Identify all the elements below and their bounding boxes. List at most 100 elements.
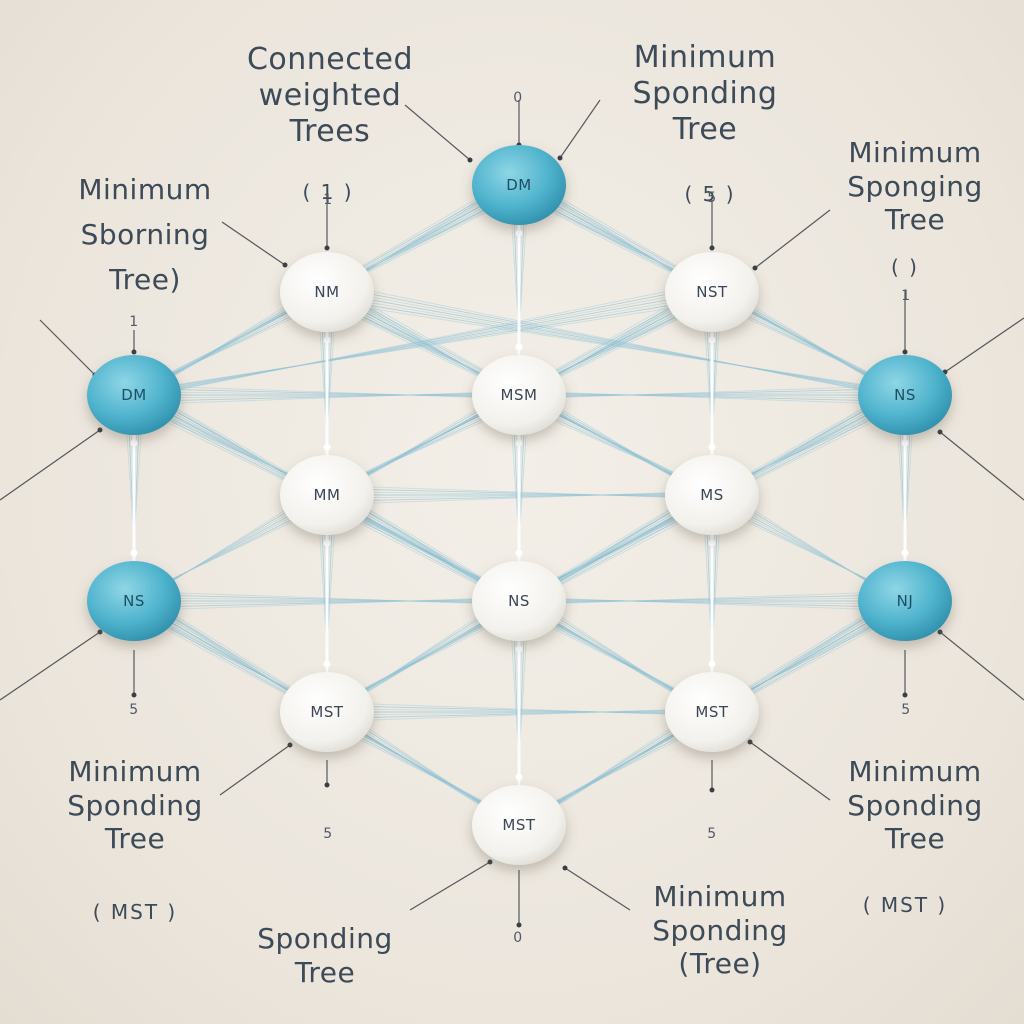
leader-dot [324, 245, 330, 251]
node-ellipse [665, 252, 759, 332]
node-ellipse [472, 785, 566, 865]
leader-line [939, 631, 1024, 701]
leader-dot [282, 262, 288, 268]
leader-line [39, 319, 96, 376]
node-label: DM [121, 386, 147, 404]
node-label: NS [508, 592, 530, 610]
node-label: NM [314, 283, 339, 301]
annotation-bottom-left: Sponding Tree [230, 922, 420, 989]
connector-dot [901, 439, 909, 447]
edge-strand [133, 291, 713, 396]
node-label: NS [894, 386, 916, 404]
node-ellipse [280, 455, 374, 535]
edge-strand [134, 282, 711, 400]
node-ellipse [665, 455, 759, 535]
annotation-line: Sponding [67, 788, 203, 822]
annotation-line: Tree [884, 203, 946, 237]
node-r2: NJ [858, 561, 952, 641]
annotation-line: Tree [294, 955, 356, 989]
edge-strand [133, 294, 713, 395]
tick-label-left-1: 1 [129, 314, 139, 330]
node-c1: MSM [472, 355, 566, 435]
leader-line [404, 104, 471, 161]
annotation-line: Sponding [257, 922, 393, 955]
connector-dot [901, 549, 909, 557]
annotation-line: Tree [672, 112, 738, 147]
leader-dot [937, 429, 943, 435]
node-label: MST [502, 816, 535, 834]
node-ellipse [87, 355, 181, 435]
annotation-right-upper-paren: ( ) [891, 255, 919, 279]
leader-dot [467, 157, 473, 163]
annotation-right-upper: Minimum Sponging Tree [820, 136, 1010, 237]
node-l1: DM [87, 355, 181, 435]
leader-dot [487, 859, 493, 865]
node-label: NS [123, 592, 145, 610]
annotation-line: Tree [104, 822, 166, 856]
node-ellipse [858, 561, 952, 641]
node-c2: NS [472, 561, 566, 641]
leader-line [754, 209, 831, 269]
annotation-line: Sponding [632, 76, 778, 111]
connector-dot [323, 336, 331, 344]
node-ll: MST [280, 672, 374, 752]
node-label: MST [695, 703, 728, 721]
leader-dot [287, 742, 293, 748]
annotation-left-upper: Minimum Sborning Tree) [45, 168, 245, 302]
leader-dot [516, 922, 522, 928]
leader-dot [937, 629, 943, 635]
node-ellipse [858, 355, 952, 435]
leader-dot [97, 629, 103, 635]
nodes-layer: DM NM NST DM MSM NS MM MS NS NS NJ MST MST MST [87, 145, 952, 865]
node-ellipse [280, 672, 374, 752]
node-l2: NS [87, 561, 181, 641]
edge-strand [134, 285, 711, 398]
annotation-right-lower: Minimum Sponding Tree [820, 755, 1010, 856]
connector-dot [708, 336, 716, 344]
connector-dot [130, 549, 138, 557]
annotation-line: Minimum [653, 880, 787, 913]
annotation-line: Sponging [847, 169, 983, 203]
tick-label-lower-left: 5 [323, 826, 333, 842]
node-ml: MM [280, 455, 374, 535]
connector-dot [515, 229, 523, 237]
annotation-line: Minimum [848, 755, 982, 788]
connector-dot [708, 443, 716, 451]
leader-dot [97, 427, 103, 433]
leader-dot [752, 265, 758, 271]
annotation-line: Tree) [109, 262, 181, 296]
leader-line [749, 741, 831, 801]
leader-line [559, 99, 601, 159]
connector-dot [130, 439, 138, 447]
node-label: NJ [897, 592, 914, 610]
leader-line [221, 221, 286, 266]
connector-dot [515, 773, 523, 781]
tick-label-upper-right: 5 [707, 190, 717, 206]
connector-dot [708, 660, 716, 668]
node-label: MS [700, 486, 723, 504]
annotation-top-left: Connected weighted Trees [225, 42, 435, 150]
leader-line [219, 744, 291, 796]
annotation-right-lower-paren: ( MST ) [862, 893, 948, 917]
annotation-line: weighted [258, 78, 402, 113]
annotation-line: Connected [246, 42, 414, 77]
connector-dot [323, 660, 331, 668]
annotation-line: Sborning [80, 217, 210, 251]
tick-label-top: 0 [513, 90, 523, 106]
leader-dot [902, 349, 908, 355]
annotation-line: Minimum [848, 136, 982, 169]
node-label: NST [696, 283, 728, 301]
connector-dot [515, 343, 523, 351]
tick-label-lower-right: 5 [707, 826, 717, 842]
node-ur: NST [665, 252, 759, 332]
leader-dot [747, 739, 753, 745]
annotation-line: Tree [884, 822, 946, 856]
node-bot: MST [472, 785, 566, 865]
node-mr: MS [665, 455, 759, 535]
annotation-top-right: Minimum Sponding Tree [605, 40, 805, 148]
node-top: DM [472, 145, 566, 225]
leader-line [0, 429, 101, 501]
node-r1: NS [858, 355, 952, 435]
edge-strand [134, 288, 712, 397]
